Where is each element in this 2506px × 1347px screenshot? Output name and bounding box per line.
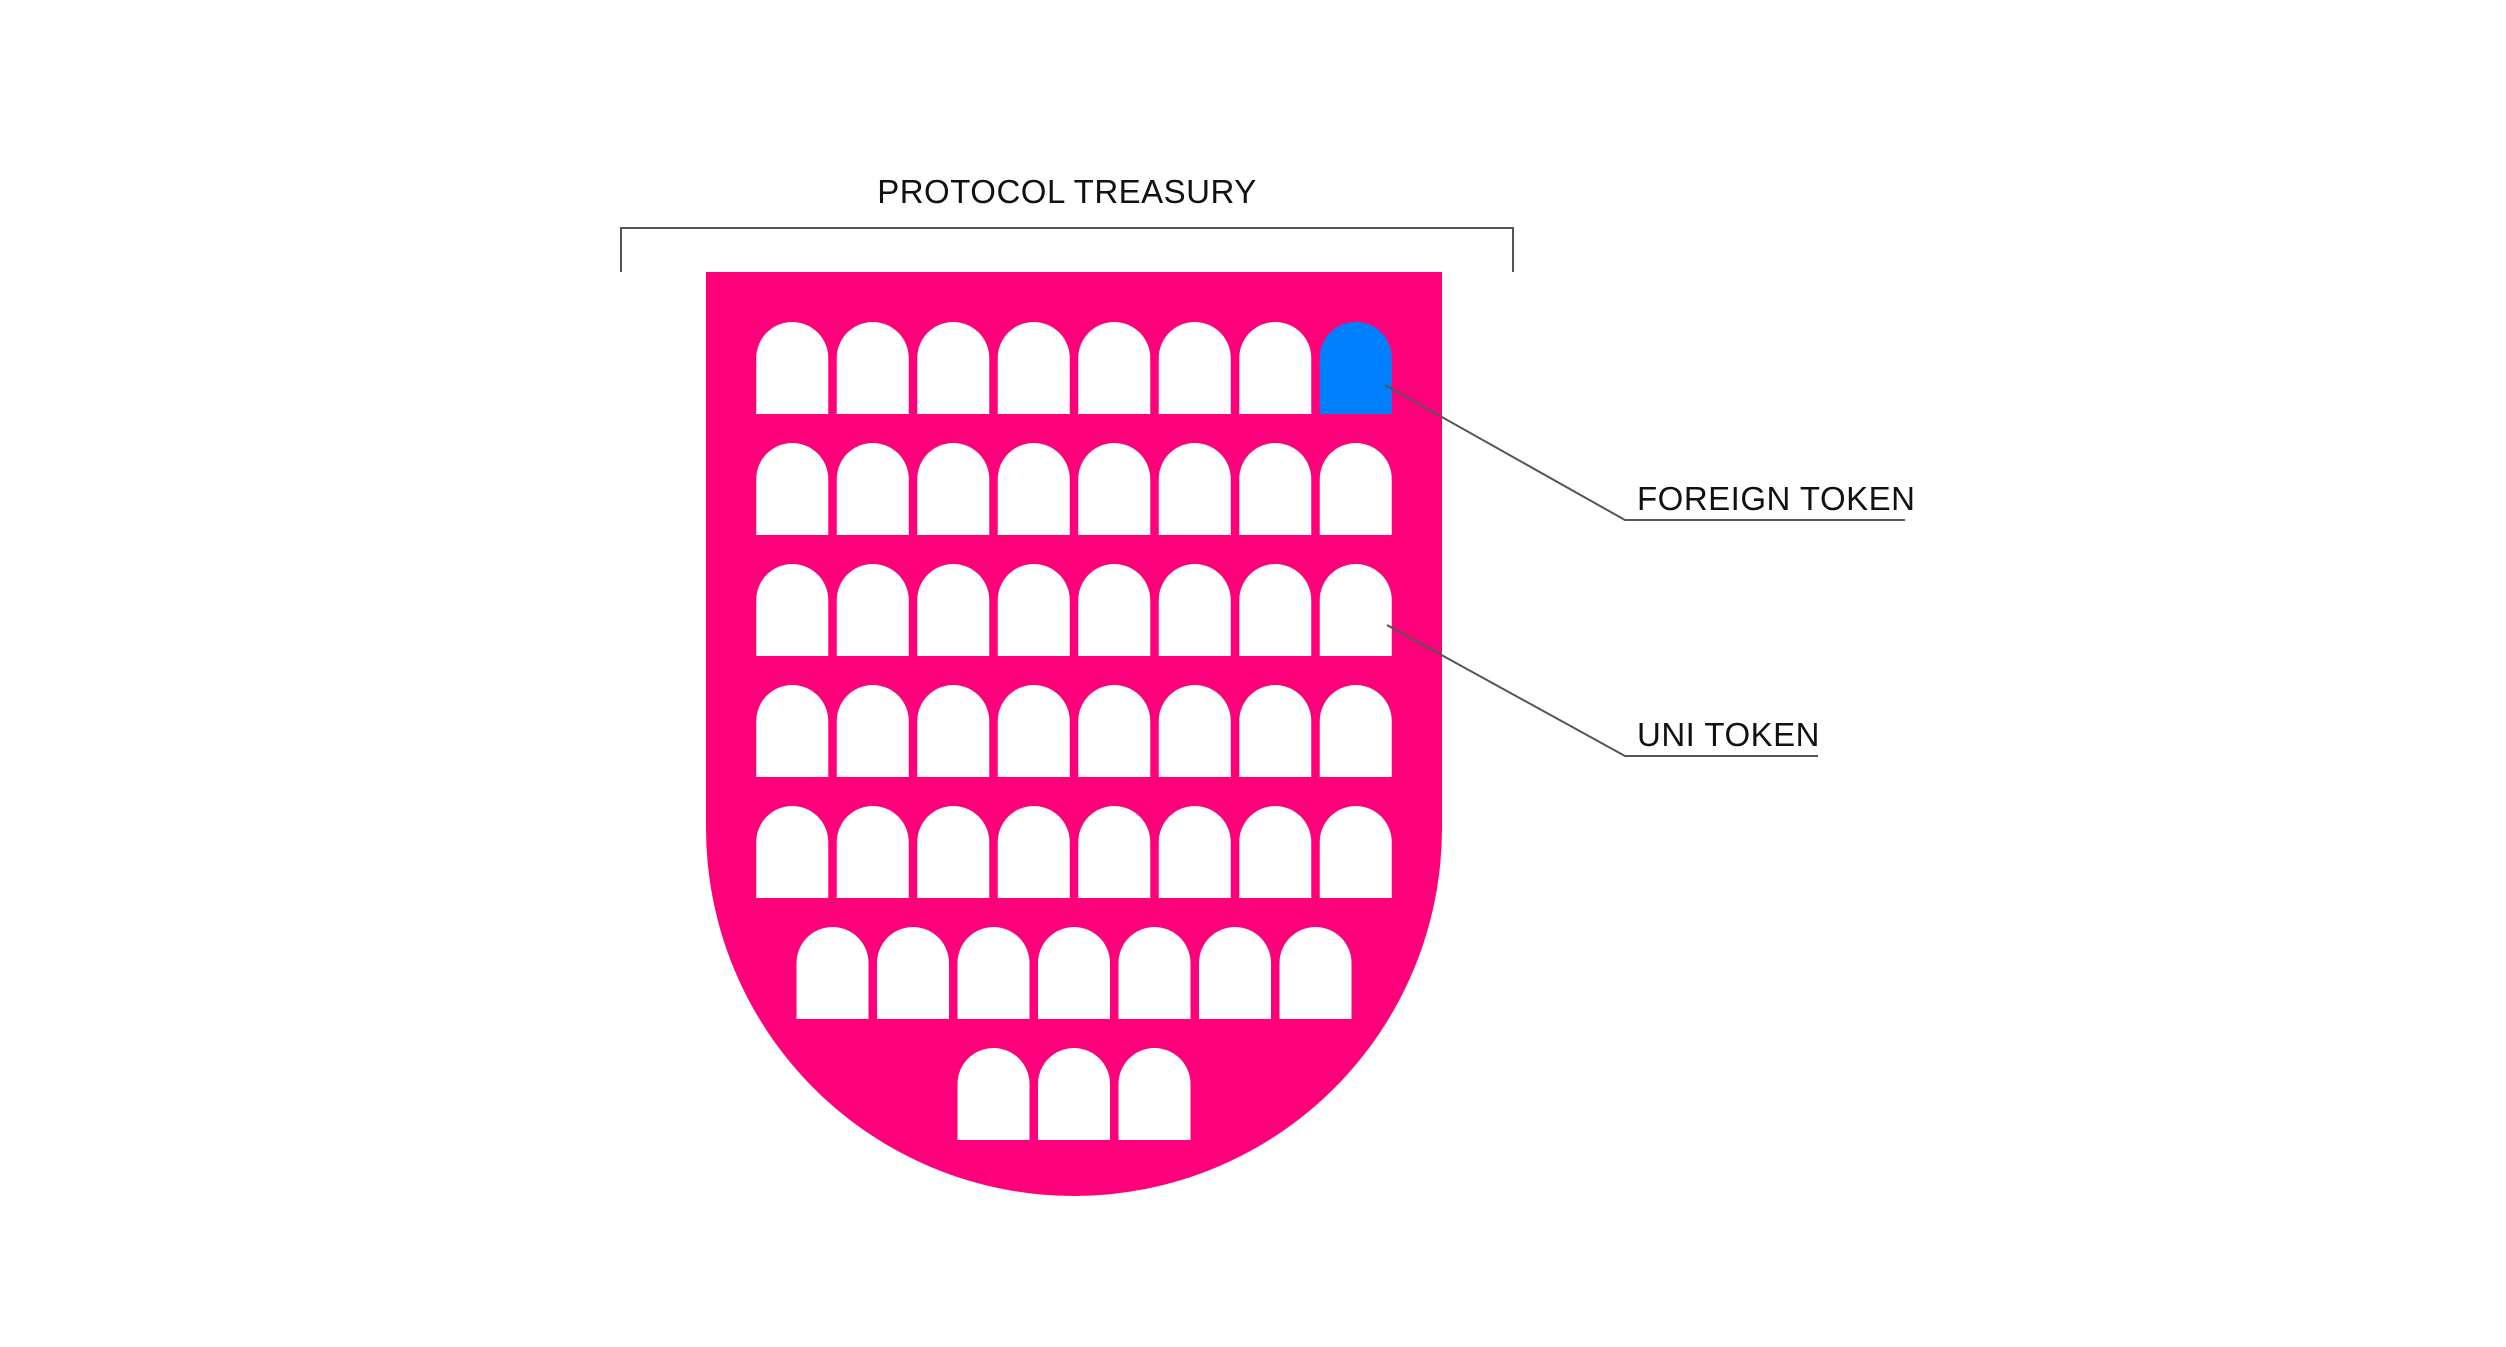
callout-uni-token: UNI TOKEN bbox=[1386, 624, 1820, 757]
uni-token bbox=[1158, 685, 1231, 777]
uni-token bbox=[1279, 927, 1352, 1019]
uni-token bbox=[796, 927, 869, 1019]
uni-token bbox=[836, 322, 909, 414]
callout-foreign-token: FOREIGN TOKEN bbox=[1384, 384, 1916, 521]
uni-token bbox=[836, 806, 909, 898]
uni-token bbox=[1239, 322, 1312, 414]
uni-token bbox=[756, 564, 829, 656]
callout-uni-label: UNI TOKEN bbox=[1637, 716, 1820, 753]
uni-token bbox=[756, 322, 829, 414]
callout-foreign-label: FOREIGN TOKEN bbox=[1637, 480, 1916, 517]
uni-token bbox=[1158, 322, 1231, 414]
bracket-line bbox=[620, 227, 1514, 272]
uni-token bbox=[836, 564, 909, 656]
uni-token bbox=[1118, 1048, 1191, 1140]
uni-token bbox=[997, 443, 1070, 535]
uni-token bbox=[756, 443, 829, 535]
treasury-label: PROTOCOL TREASURY bbox=[877, 173, 1257, 210]
uni-token bbox=[997, 806, 1070, 898]
callout-foreign-line bbox=[1384, 384, 1905, 521]
uni-token bbox=[997, 685, 1070, 777]
uni-token bbox=[1118, 927, 1191, 1019]
uni-token bbox=[1319, 806, 1392, 898]
uni-token bbox=[997, 322, 1070, 414]
uni-token bbox=[1038, 1048, 1110, 1140]
uni-token bbox=[1239, 443, 1312, 535]
callout-uni-line bbox=[1386, 624, 1818, 757]
uni-token bbox=[917, 806, 990, 898]
uni-token bbox=[1158, 443, 1231, 535]
uni-token bbox=[1078, 322, 1151, 414]
uni-token bbox=[756, 685, 829, 777]
uni-token bbox=[917, 322, 990, 414]
uni-token bbox=[917, 685, 990, 777]
token-grid bbox=[756, 322, 1392, 1140]
uni-token bbox=[997, 564, 1070, 656]
uni-token bbox=[1158, 806, 1231, 898]
uni-token bbox=[917, 564, 990, 656]
uni-token bbox=[1038, 927, 1110, 1019]
uni-token bbox=[1319, 443, 1392, 535]
foreign-token bbox=[1319, 322, 1392, 414]
uni-token bbox=[877, 927, 949, 1019]
uni-token bbox=[1239, 564, 1312, 656]
uni-token bbox=[1078, 806, 1151, 898]
uni-token bbox=[1239, 806, 1312, 898]
uni-token bbox=[1319, 564, 1392, 656]
uni-token bbox=[1078, 443, 1151, 535]
uni-token bbox=[756, 806, 829, 898]
uni-token bbox=[1158, 564, 1231, 656]
uni-token bbox=[1199, 927, 1271, 1019]
uni-token bbox=[957, 927, 1030, 1019]
uni-token bbox=[836, 685, 909, 777]
treasury-bracket bbox=[620, 227, 1514, 272]
uni-token bbox=[836, 443, 909, 535]
uni-token bbox=[1319, 685, 1392, 777]
uni-token bbox=[957, 1048, 1030, 1140]
uni-token bbox=[1078, 564, 1151, 656]
uni-token bbox=[917, 443, 990, 535]
uni-token bbox=[1239, 685, 1312, 777]
uni-token bbox=[1078, 685, 1151, 777]
